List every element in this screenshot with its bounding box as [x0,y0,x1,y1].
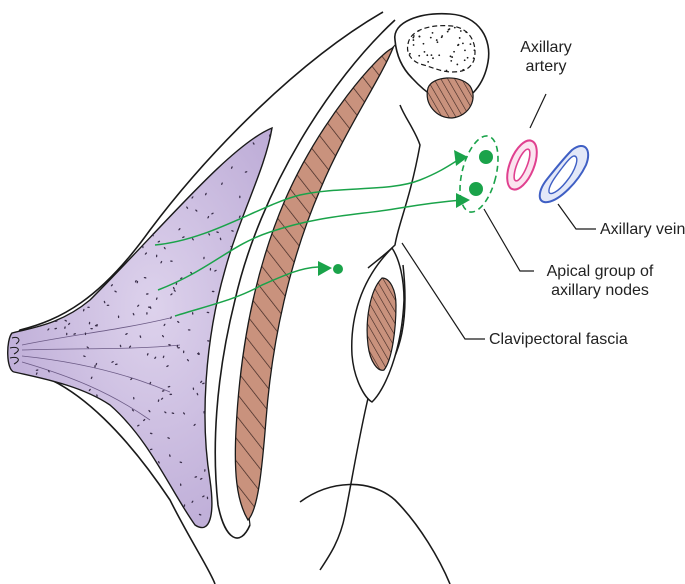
axillary-artery-label-line1: Axillary [506,38,586,57]
leader-fascia [402,243,485,339]
subclavius-muscle [427,78,473,118]
bone-stipple-dot [441,36,443,38]
bone-stipple-dot [438,54,440,56]
bone-stipple-dot [412,37,414,39]
apical-group-label-line2: axillary nodes [538,281,662,300]
bone-stipple-dot [430,37,432,39]
bone-stipple-dot [453,51,455,53]
bone-stipple-dot [423,43,425,45]
bone-stipple-dot [447,31,449,33]
bone-stipple-dot [424,51,426,53]
apical-group-label: Apical group of axillary nodes [538,262,662,300]
bone-stipple-dot [437,41,439,43]
apical-node-lower [469,182,483,196]
clavipectoral-fascia-label: Clavipectoral fascia [489,330,628,349]
apical-node-upper [479,150,493,164]
bone-stipple-dot [436,39,438,41]
bone-stipple-dot [470,43,472,45]
bone-stipple-dot [465,31,467,33]
bone-stipple-dot [432,32,434,34]
bone-stipple-dot [462,42,464,44]
bone-stipple-dot [456,64,458,66]
axillary-vein-label: Axillary vein [600,220,685,239]
bone-stipple-dot [413,35,415,37]
breast-tissue [8,128,272,528]
bone-stipple-dot [467,57,469,59]
bone-stipple-dot [459,37,461,39]
bone-stipple-dot [464,59,466,61]
bone-stipple-dot [432,57,434,59]
bone-stipple-dot [446,70,448,72]
bone-stipple-dot [418,36,420,38]
leader-artery [530,94,546,128]
bone-stipple-dot [431,54,433,56]
leader-vein [558,204,596,229]
bone-stipple-dot [473,57,475,59]
bone-stipple-dot [454,27,456,29]
bone-stipple-dot [413,44,415,46]
axillary-floor [300,484,450,584]
apical-group-label-line1: Apical group of [538,262,662,281]
bone-stipple-dot [458,44,460,46]
bone-stipple-dot [450,55,452,57]
bone-stipple-dot [418,55,420,57]
bone-stipple-dot [448,29,450,31]
bone-stipple-dot [451,56,453,58]
bone-stipple-dot [460,30,462,32]
bone-stipple-dot [462,69,464,71]
bone-stipple-dot [450,60,452,62]
axillary-artery-label-line2: artery [506,57,586,76]
bone-stipple-dot [427,61,429,63]
bone-stipple-dot [474,49,476,51]
bone-stipple-dot [418,30,420,32]
leader-lines [402,94,596,339]
lymph-arrow-1 [454,150,468,166]
bone-stipple-dot [426,54,428,56]
axillary-artery-label: Axillary artery [506,38,586,76]
bone-stipple-dot [413,39,415,41]
leader-apical [484,209,534,271]
bone-stipple-dot [409,53,411,55]
lymph-node-small [333,264,343,274]
lymph-arrow-3 [318,261,332,276]
bone-stipple-dot [464,49,466,51]
